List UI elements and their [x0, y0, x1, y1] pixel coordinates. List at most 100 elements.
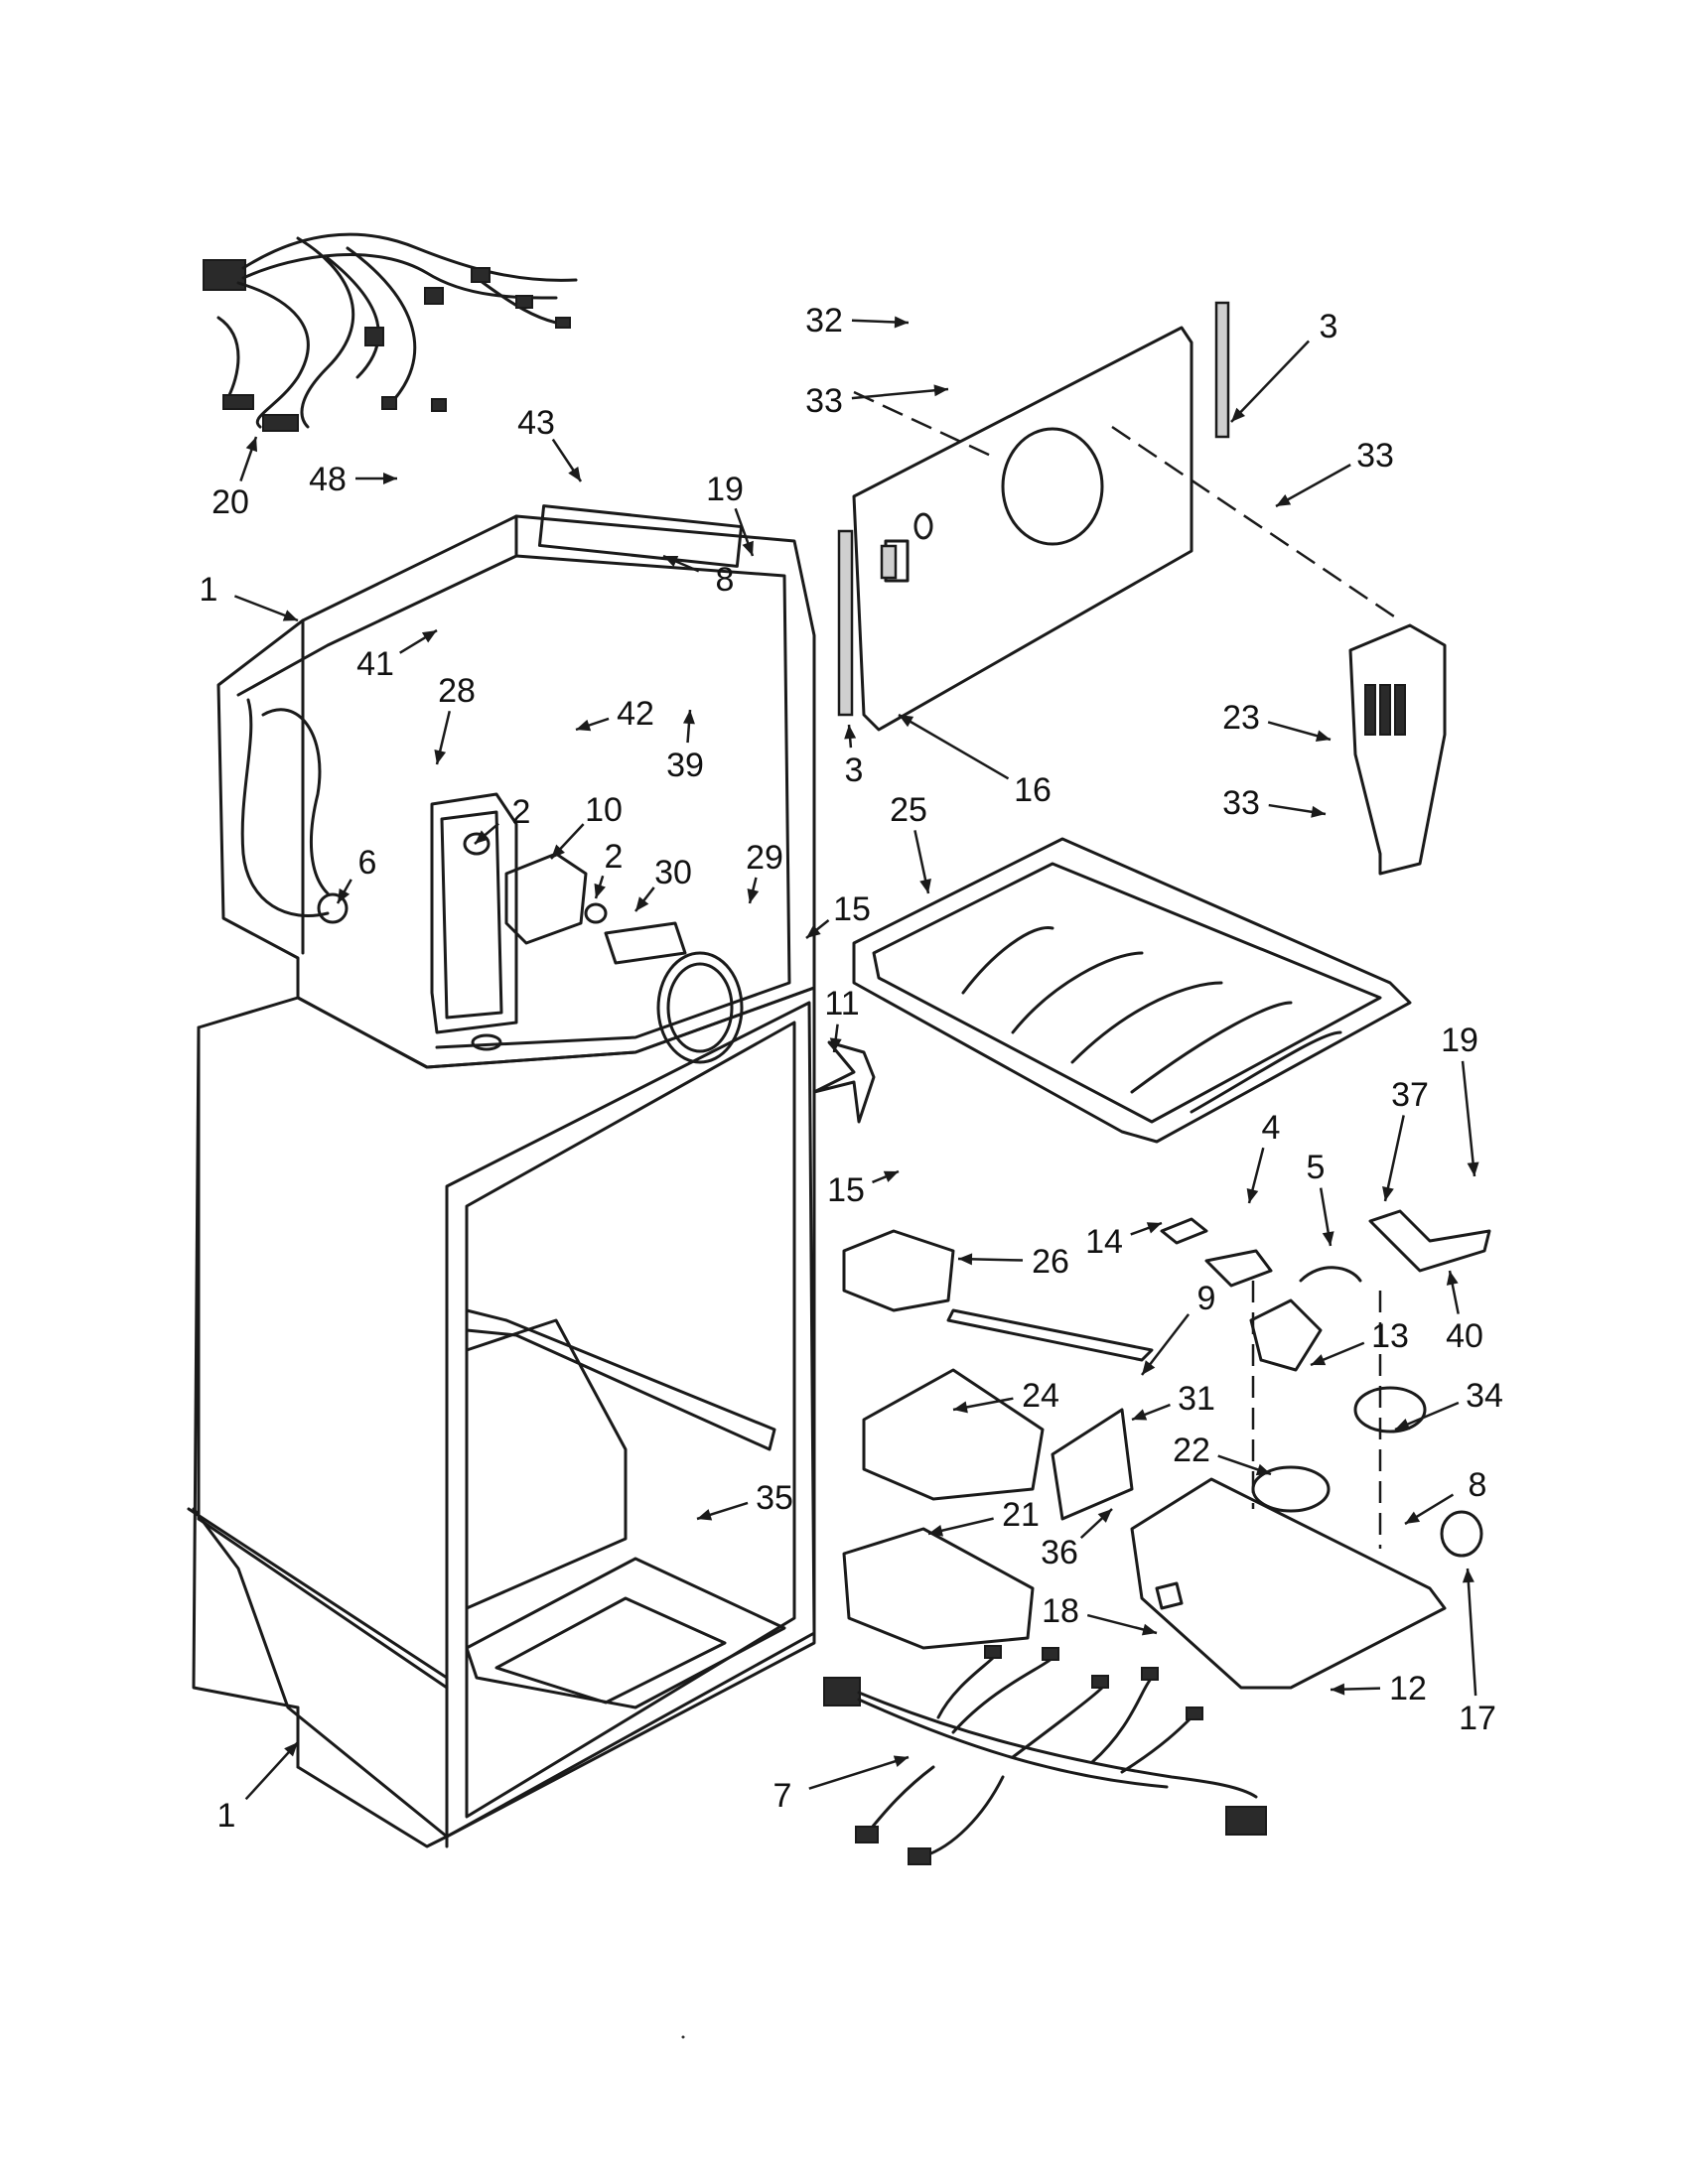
callout-arrowhead — [421, 630, 437, 643]
callout-leader — [898, 713, 1010, 780]
callout-label: 36 — [1041, 1534, 1078, 1571]
callout-arrowhead — [1446, 1271, 1459, 1286]
callout-label: 25 — [890, 791, 927, 829]
fresh-food-liner — [187, 986, 816, 1848]
callout-arrowhead — [1276, 493, 1292, 506]
callout-label: 30 — [654, 854, 692, 891]
ice-bin-parts — [842, 1229, 1154, 1650]
callout-label: 1 — [200, 571, 218, 609]
callout-arrowhead — [742, 540, 754, 556]
callout-label: 33 — [1222, 784, 1260, 822]
callout-label: 11 — [824, 985, 859, 1023]
callout-arrowhead — [1255, 1463, 1271, 1476]
callout-label: 1 — [217, 1797, 236, 1835]
callout-label: 2 — [512, 793, 531, 831]
callout-arrowhead — [434, 749, 447, 764]
callout-arrowhead — [594, 883, 606, 898]
callout-label: 43 — [517, 404, 555, 442]
callout-label: 40 — [1446, 1317, 1483, 1355]
callout-label: 31 — [1178, 1380, 1215, 1418]
callout-arrowhead — [338, 887, 351, 903]
fan-assembly — [604, 921, 876, 1124]
callout-label: 28 — [438, 672, 476, 710]
callout-arrowhead — [933, 384, 948, 397]
callout-arrowhead — [1142, 1360, 1156, 1375]
callout-label: 22 — [1173, 1432, 1210, 1469]
callout-arrowhead — [844, 725, 857, 740]
callout-label: 39 — [666, 747, 704, 784]
callout-label: 7 — [773, 1777, 792, 1815]
callout-label: 3 — [1320, 308, 1338, 345]
callout-label: 32 — [805, 302, 843, 340]
callout-label: 3 — [845, 751, 864, 789]
callout-arrowhead — [1097, 1509, 1112, 1523]
callout-arrowhead — [1132, 1409, 1148, 1421]
callout-label: 15 — [827, 1171, 865, 1209]
callout-arrowhead — [829, 1037, 842, 1052]
callout-arrowhead — [1322, 1231, 1334, 1246]
callout-arrowhead — [806, 924, 821, 938]
callout-leader — [808, 1755, 910, 1790]
callout-label: 6 — [358, 844, 377, 882]
callout-arrowhead — [1395, 1419, 1411, 1431]
callout-label: 37 — [1391, 1076, 1429, 1114]
callout-arrowhead — [953, 1401, 968, 1414]
callout-arrowhead — [1311, 1354, 1327, 1366]
callout-arrowhead — [284, 1742, 298, 1757]
callout-arrowhead — [1462, 1569, 1474, 1583]
callout-arrowhead — [1405, 1511, 1421, 1524]
callout-arrowhead — [1246, 1187, 1259, 1203]
assembly-line — [1111, 425, 1401, 622]
callout-label: 23 — [1222, 699, 1260, 737]
callout-arrowhead — [1231, 407, 1246, 422]
callout-label: 33 — [805, 382, 843, 420]
callout-arrowhead — [883, 1170, 899, 1182]
callout-label: 35 — [756, 1479, 793, 1517]
callout-label: 33 — [1356, 437, 1394, 475]
callout-label: 4 — [1262, 1109, 1281, 1147]
callout-label: 29 — [746, 839, 783, 877]
callout-arrowhead — [1331, 1683, 1345, 1696]
callout-arrowhead — [697, 1509, 713, 1521]
callout-arrowhead — [282, 610, 298, 621]
callout-arrowhead — [663, 556, 679, 568]
callout-label: 8 — [716, 561, 735, 599]
callout-arrowhead — [1315, 730, 1331, 743]
callout-label: 15 — [833, 890, 871, 928]
callout-arrowhead — [894, 316, 909, 329]
callout-arrowhead — [1382, 1186, 1394, 1201]
callout-arrowhead — [1311, 805, 1326, 818]
freezer-shelf — [852, 837, 1412, 1144]
callout-label: 12 — [1389, 1670, 1427, 1707]
callout-leader — [1461, 1060, 1476, 1177]
callout-leader — [1383, 1115, 1405, 1202]
callout-arrowhead — [1146, 1222, 1162, 1234]
callout-label: 26 — [1032, 1243, 1069, 1281]
callout-label: 19 — [1441, 1022, 1478, 1059]
callout-label: 19 — [706, 471, 744, 508]
callout-leader — [1466, 1568, 1477, 1697]
callout-arrowhead — [635, 896, 649, 911]
callout-leader — [851, 387, 949, 400]
callout-arrowhead — [893, 1755, 909, 1767]
callout-arrowhead — [928, 1524, 943, 1537]
callout-leader — [1275, 464, 1351, 508]
callout-label: 34 — [1466, 1377, 1503, 1415]
dispenser-housing — [1130, 1209, 1491, 1690]
callout-arrowhead — [245, 437, 258, 453]
callout-label: 16 — [1014, 771, 1052, 809]
callout-arrowhead — [747, 887, 760, 903]
callout-arrowhead — [475, 830, 490, 844]
callout-arrowhead — [551, 844, 565, 859]
callout-arrowhead — [919, 879, 931, 893]
wiring-harness-lower — [823, 1645, 1267, 1865]
callout-label: 13 — [1371, 1317, 1409, 1355]
callout-label: 17 — [1459, 1700, 1496, 1737]
callout-label: 10 — [585, 791, 623, 829]
callout-label: 21 — [1002, 1496, 1040, 1534]
callout-label: 14 — [1085, 1223, 1123, 1261]
callout-label: 41 — [356, 645, 394, 683]
callout-arrowhead — [1467, 1161, 1479, 1176]
callout-arrowhead — [568, 467, 581, 481]
wiring-harness-upper — [203, 232, 578, 432]
